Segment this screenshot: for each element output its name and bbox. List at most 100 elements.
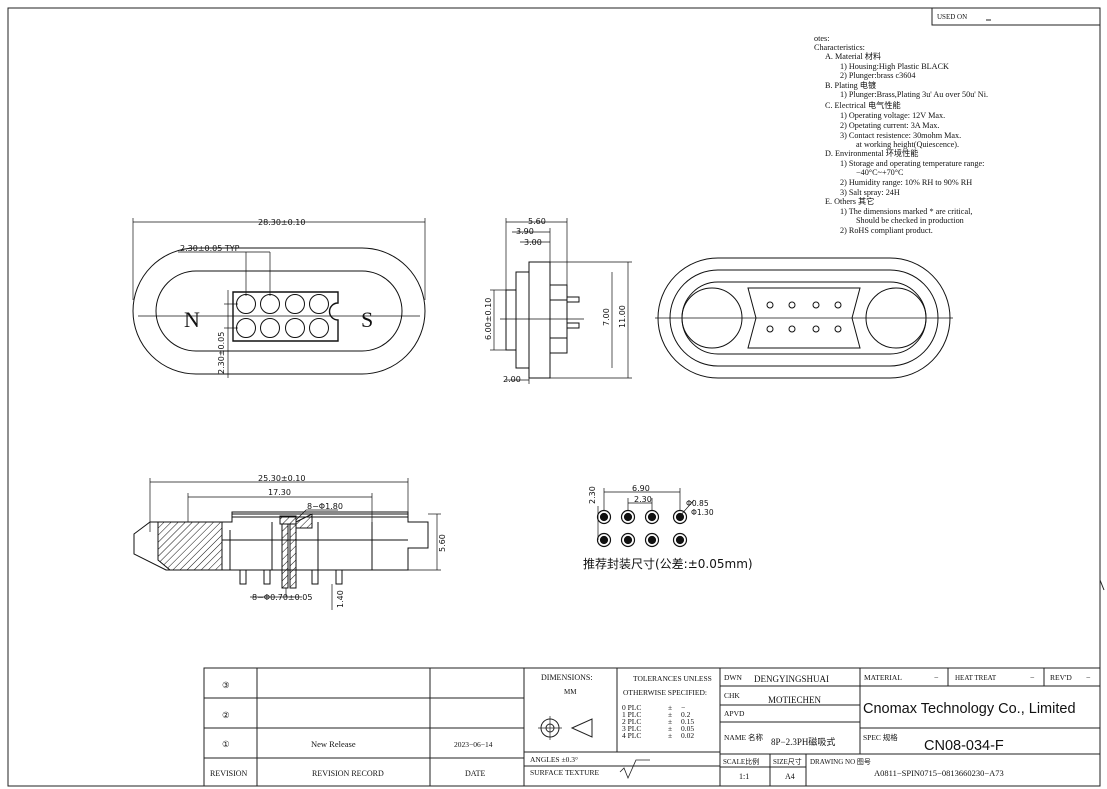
company-name: Cnomax Technology Co., Limited [863,701,1076,717]
side-dim-left: 6.00±0.10 [484,298,493,340]
drawing-no-label: DRAWING NO 图号 [810,758,871,766]
top-view-outline [132,247,426,375]
note-line: 1) Plunger:Brass,Plating 3u' Au over 50u… [840,90,988,99]
dimensions-label: DIMENSIONS: [541,673,593,682]
material-label: MATERIAL [864,673,902,682]
note-line: 2) RoHS compliant product. [840,226,933,235]
rev-value: − [1086,673,1091,682]
revision-mark-3: ③ [222,680,230,690]
note-line: Should be checked in production [856,216,964,225]
dwn-value: DENGYINGSHUAI [754,674,829,684]
pole-s-label: S [361,307,373,332]
bottom-pin-holes [766,301,842,333]
name-value: 8P−2.3PH磁吸式 [771,736,835,747]
footprint-pads [596,509,688,548]
note-line: 2) Plunger:brass c3604 [840,71,916,80]
tolerance-plc: 4 PLC [622,731,641,740]
note-line: 3) Contact resistence: 30mohm Max. [840,131,961,140]
tolerance-plc: 1 PLC [622,710,641,719]
side-dim-total: 5.60 [528,217,546,226]
revision-col-header: REVISION [210,769,248,778]
note-line: 2) Opetating current: 3A Max. [840,121,939,130]
footprint-dim-pitch: 2.30 [634,495,652,504]
note-line: C. Electrical 电气性能 [825,100,901,110]
spec-label: SPEC 规格 [863,732,898,742]
heat-treat-value: − [1030,673,1035,682]
note-line: E. Others 其它 [825,196,874,206]
drawing-no-value: A0811−SPIN0715−0813660230−A73 [874,768,1004,778]
date-col-header: DATE [465,769,486,778]
footprint-dim-pad: Φ1.30 [691,508,714,517]
tolerance-plc: 2 PLC [622,717,641,726]
tolerance-val: 0.02 [681,731,694,740]
side-dim-mid: 7.00 [602,308,611,326]
pole-n-label: N [184,307,200,332]
top-dim-row: 2.30±0.05 [217,332,226,374]
tolerance-pm: ± [668,717,672,726]
dimensions-unit: MM [564,688,577,696]
footprint-dim-width: 6.90 [632,484,650,493]
top-dim-pitch: 2.30±0.05 TYP [180,244,240,253]
tolerance-val: 0.2 [681,710,691,719]
name-label: NAME 名称 [724,732,763,742]
section-dim-width: 25.30±0.10 [258,474,305,483]
note-line: 1) Housing:High Plastic BLACK [840,62,949,71]
tolerance-val: 0.05 [681,724,694,733]
revision-mark-2: ② [222,710,230,720]
section-dim-inner: 17.30 [268,488,291,497]
tolerance-val: − [681,703,685,712]
tolerance-pm: ± [668,731,672,740]
bottom-view [655,257,953,379]
size-label: SIZE尺寸 [773,757,802,766]
used-on-box [931,7,1101,26]
note-line: B. Plating 电镀 [825,80,876,90]
angles-tolerance: ANGLES ±0.3° [530,755,578,764]
heat-treat-label: HEAT TREAT [955,674,997,682]
note-line: D. Environmental 环境性能 [825,148,918,158]
section-dim-height: 5.60 [438,534,447,552]
pcb-footprint [596,488,695,548]
revision-record-col-header: REVISION RECORD [312,769,384,778]
material-value: − [934,673,939,682]
dwn-label: DWN [724,673,742,682]
note-line: 1) The dimensions marked * are critical, [840,207,972,216]
side-dim-a: 3.90 [516,227,534,236]
section-view [133,478,441,610]
side-dim-b: 3.00 [524,238,542,247]
tolerance-pm: ± [668,710,672,719]
tolerance-plc: 0 PLC [622,703,641,712]
footprint-caption: 推荐封装尺寸(公差:±0.05mm) [583,557,753,571]
section-dim-hole: 8−Φ1.80 [307,502,343,511]
section-dim-pin-len: 1.40 [336,590,345,608]
notes-subtitle: Characteristics: [814,43,865,52]
note-line: −40°C~+70°C [856,168,904,177]
rev-label: REV'D [1050,673,1072,682]
tolerance-title-1: TOLERANCES UNLESS [633,674,712,683]
side-view [490,218,632,384]
revision-record-1: New Release [311,739,356,749]
title-block [203,667,1101,787]
tolerance-pm: ± [668,724,672,733]
notes-block: otes: Characteristics: A. Material 材料 1)… [814,34,988,235]
size-value: A4 [785,772,795,781]
top-view-inner-outline [155,270,403,352]
section-dim-pin: 8−Φ0.70±0.05 [252,593,312,602]
apvd-label: APVD [724,709,745,718]
surface-texture-label: SURFACE TEXTURE [530,768,600,777]
footprint-dim-vertical: 2.30 [588,486,597,504]
tolerance-title-2: OTHERWISE SPECIFIED: [623,688,707,697]
note-line: 3) Salt spray: 24H [840,188,900,197]
used-on-label: USED ON [937,13,967,21]
note-line: A. Material 材料 [825,51,881,61]
scale-label: SCALE比例 [723,757,759,766]
chk-value: MOTIECHEN [768,695,821,705]
footprint-dim-drill: Φ0.85 [686,499,709,508]
side-dim-bottom: 2.00 [503,375,521,384]
notes-title: otes: [814,34,829,43]
revision-date-1: 2023−06−14 [454,740,493,749]
revision-mark-1: ① [222,739,230,749]
note-line: 1) Operating voltage: 12V Max. [840,111,945,120]
tolerance-plc: 3 PLC [622,724,641,733]
side-dim-right: 11.00 [618,305,627,328]
